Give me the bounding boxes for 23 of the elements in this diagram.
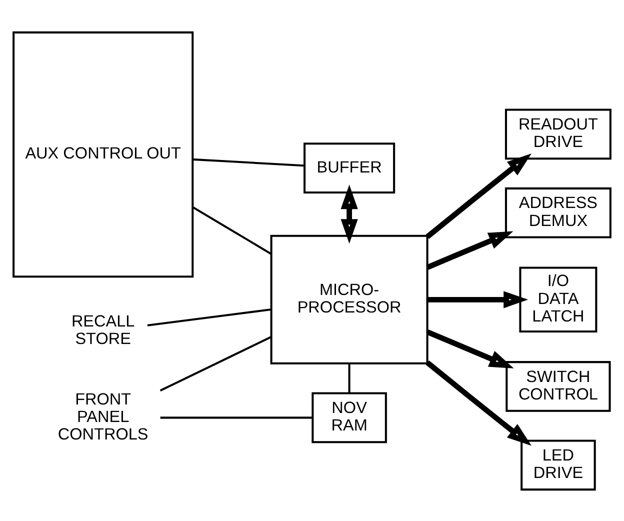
connector xyxy=(160,416,312,418)
arrow xyxy=(426,230,514,270)
node-box: BUFFER xyxy=(304,142,396,194)
node-box: I/O DATA LATCH xyxy=(519,266,598,332)
connector xyxy=(147,308,272,326)
arrow xyxy=(426,328,514,368)
connector xyxy=(160,335,272,392)
arrow xyxy=(340,184,358,244)
node-box: MICRO- PROCESSOR xyxy=(270,234,428,364)
node-box: READOUT DRIVE xyxy=(504,108,612,160)
node-box: ADDRESS DEMUX xyxy=(504,186,612,238)
arrow xyxy=(427,290,528,308)
arrow xyxy=(426,153,532,238)
node-box: NOV RAM xyxy=(312,392,387,443)
connector xyxy=(348,363,350,393)
node-text: FRONT PANEL CONTROLS xyxy=(58,390,148,444)
connector xyxy=(192,206,272,254)
node-box: AUX CONTROL OUT xyxy=(12,30,194,278)
node-box: LED DRIVE xyxy=(520,439,596,490)
node-box: SWITCH CONTROL xyxy=(506,360,611,412)
node-text: RECALL STORE xyxy=(71,312,135,348)
arrow xyxy=(426,360,532,446)
connector xyxy=(192,158,304,166)
